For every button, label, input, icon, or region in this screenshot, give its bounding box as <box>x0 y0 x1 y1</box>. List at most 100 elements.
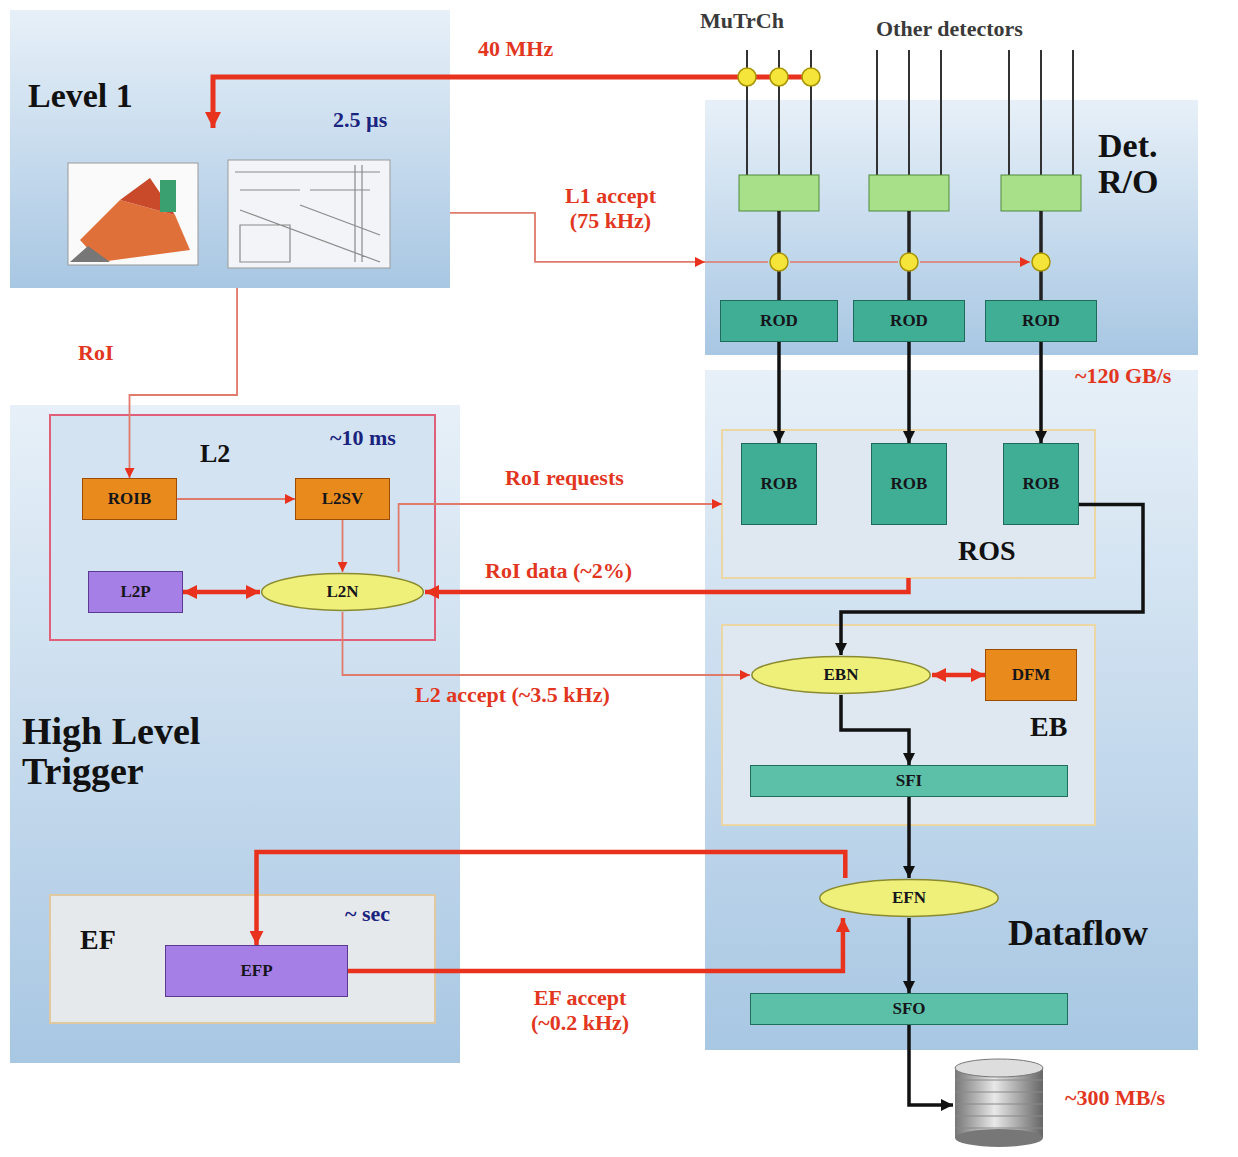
storage-cylinder <box>955 1068 1043 1138</box>
node-ellipse: L2N <box>260 572 425 612</box>
rate-label: MuTrCh <box>700 8 784 33</box>
rate-label: ~120 GB/s <box>1075 363 1171 388</box>
group-box: EF ~ secEFP <box>50 895 435 1023</box>
tap-dot <box>738 68 756 86</box>
box-label: ROIB <box>108 490 151 509</box>
detector-wires <box>747 50 1073 175</box>
panel-title: ~ sec <box>345 902 390 925</box>
node-ellipse: EFN <box>818 878 1000 918</box>
connector <box>130 288 238 478</box>
process-box: SFI <box>750 765 1068 797</box>
panel: High Level Trigger L2 ~10 ms ROIB L2SV L2P L2N… <box>10 405 460 1063</box>
node-ellipse: EBN <box>750 655 932 695</box>
group-frame <box>50 895 435 1023</box>
rate-label: ~300 MB/s <box>1065 1085 1165 1110</box>
rate-label: Other detectors <box>876 16 1023 41</box>
storage-cylinder <box>955 1129 1043 1147</box>
muon-picture <box>228 160 390 268</box>
readout-wires <box>779 211 1041 300</box>
flow-label: L1 accept (75 kHz) <box>548 183 673 234</box>
buffer-dot <box>1032 253 1050 271</box>
box-label: ROB <box>761 475 798 494</box>
panel: Det. R/O ROD ROD ROD <box>705 100 1198 355</box>
process-box: EFP <box>165 945 348 997</box>
connector <box>183 590 260 595</box>
process-box: ROB <box>1003 443 1079 525</box>
flow-label: L2 accept (~3.5 kHz) <box>415 682 610 707</box>
panel-title: L2 <box>200 440 230 467</box>
connector <box>343 612 751 675</box>
panel-title: ROS <box>958 536 1016 565</box>
picture-shape <box>70 246 110 262</box>
box-label: EFN <box>892 889 926 908</box>
panel-title: Dataflow <box>1008 915 1148 953</box>
process-box: ROB <box>871 443 947 525</box>
storage-line <box>909 1025 953 1105</box>
connector <box>1039 342 1043 443</box>
ellipse-outline <box>820 880 998 917</box>
connector <box>907 918 911 993</box>
process-box: DFM <box>985 649 1077 701</box>
tap-dot <box>802 68 820 86</box>
panel-title: High Level Trigger <box>22 712 257 792</box>
connector <box>907 797 911 878</box>
process-box: ROB <box>741 443 817 525</box>
picture-shape <box>120 178 175 215</box>
flow-label: RoI requests <box>505 465 624 490</box>
flow-label: RoI data (~2%) <box>485 558 632 583</box>
accept-line <box>705 261 1030 263</box>
connector <box>348 918 843 971</box>
ellipse-outline <box>262 574 424 611</box>
panel-title: ~10 ms <box>330 426 396 449</box>
process-box: L2P <box>88 571 183 613</box>
group-frame <box>722 430 1095 578</box>
calorimeter-picture <box>68 163 198 265</box>
box-label: ROD <box>890 312 928 331</box>
buffer-dot <box>770 253 788 271</box>
storage-cylinder <box>955 1059 1043 1077</box>
picture-lines <box>235 165 380 262</box>
connector <box>177 498 295 500</box>
panel-title: 2.5 µs <box>333 108 387 131</box>
box-label: ROB <box>891 475 928 494</box>
process-box: ROD <box>720 300 838 342</box>
box-label: EFP <box>240 962 272 981</box>
panel-title: EB <box>1030 712 1067 741</box>
panel-title: EF <box>80 925 116 954</box>
process-box: ROD <box>985 300 1097 342</box>
frontend-box <box>739 175 819 211</box>
box-label: EBN <box>824 666 859 685</box>
connector <box>907 342 911 443</box>
frontend-box <box>1001 175 1081 211</box>
connector <box>841 695 909 765</box>
panel-ground <box>705 370 1198 1050</box>
box-label: ROD <box>1022 312 1060 331</box>
connector <box>932 673 985 678</box>
group-box: EB EBN DFM SFI <box>722 625 1095 825</box>
panel: Level 1 2.5 µs <box>10 10 450 288</box>
connector <box>257 852 846 945</box>
group-box: L2 ~10 ms ROIB L2SV L2P L2N <box>50 415 435 640</box>
frontend-box <box>869 175 949 211</box>
panel-ground <box>10 405 460 1063</box>
box-label: DFM <box>1012 666 1051 685</box>
process-box: ROD <box>853 300 965 342</box>
connector <box>777 342 781 443</box>
buffer-dot <box>900 253 918 271</box>
box-label: L2N <box>326 583 358 602</box>
panel-title: Det. R/O <box>1098 128 1193 199</box>
box-label: SFO <box>892 1000 925 1019</box>
rate-label: 40 MHz <box>478 36 553 61</box>
box-label: ROB <box>1023 475 1060 494</box>
flow-label: RoI <box>78 340 113 365</box>
process-box: ROIB <box>82 478 177 520</box>
panel-ground <box>10 10 450 288</box>
group-frame <box>50 415 435 640</box>
picture-shape <box>160 180 176 212</box>
box-label: ROD <box>760 312 798 331</box>
group-box: ROS ROB ROB ROB <box>722 430 1095 578</box>
process-box: SFO <box>750 993 1068 1025</box>
panel-title: Level 1 <box>28 78 133 114</box>
process-box: L2SV <box>295 478 390 520</box>
